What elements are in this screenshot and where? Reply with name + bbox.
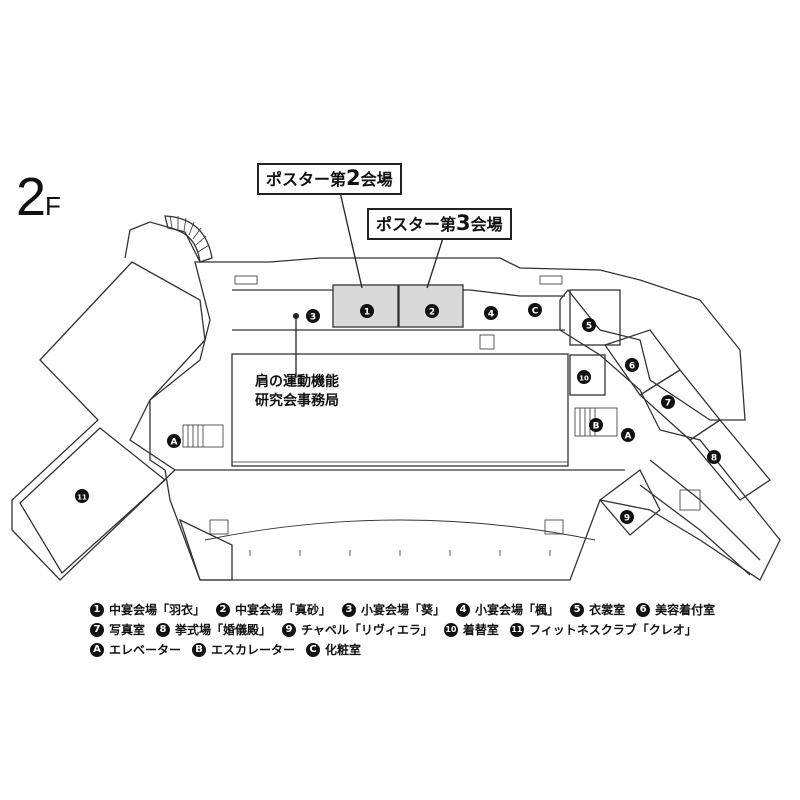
legend-badge: 9 bbox=[282, 623, 297, 637]
legend-label: 衣裳室 bbox=[589, 603, 626, 617]
legend-label: 着替室 bbox=[462, 623, 499, 637]
legend-badge: 10 bbox=[443, 623, 458, 637]
legend-label: 中宴会場「羽衣」 bbox=[109, 603, 206, 617]
legend-item: B エスカレーター bbox=[192, 640, 295, 660]
svg-text:7: 7 bbox=[665, 399, 671, 409]
svg-text:1: 1 bbox=[364, 308, 370, 318]
legend-item: C 化粧室 bbox=[306, 640, 361, 660]
callout-2-suffix: 会場 bbox=[360, 170, 393, 189]
legend-label: チャペル「リヴィエラ」 bbox=[301, 623, 433, 637]
west-wing-outline bbox=[11, 261, 206, 581]
svg-text:8: 8 bbox=[711, 454, 717, 464]
svg-text:2: 2 bbox=[429, 308, 435, 318]
svg-text:B: B bbox=[593, 422, 600, 432]
main-building-outline bbox=[149, 257, 781, 581]
legend-item: 8 挙式場「婚儀殿」 bbox=[156, 620, 271, 640]
legend-badge: 4 bbox=[456, 603, 471, 617]
callout-2-number: 2 bbox=[346, 166, 361, 190]
svg-text:6: 6 bbox=[629, 362, 635, 372]
society-office-label: 肩の運動機能 研究会事務局 bbox=[255, 373, 339, 411]
office-line-1: 肩の運動機能 bbox=[255, 374, 339, 390]
grand-ballroom-outline bbox=[231, 353, 569, 467]
legend-label: 化粧室 bbox=[325, 643, 362, 657]
map-badge-a-left: A bbox=[167, 434, 181, 448]
legend-item: 11 フィットネスクラブ「クレオ」 bbox=[509, 620, 697, 640]
legend-badge: 7 bbox=[90, 623, 104, 637]
legend-label: 小宴会場「葵」 bbox=[361, 603, 446, 617]
office-line-2: 研究会事務局 bbox=[255, 393, 339, 409]
legend-item: 9 チャペル「リヴィエラ」 bbox=[282, 620, 433, 640]
floor-label: 2F bbox=[16, 167, 61, 233]
legend-badge: 8 bbox=[156, 623, 171, 637]
callout-3-prefix: ポスター第 bbox=[376, 215, 457, 234]
legend-badge: B bbox=[192, 643, 207, 657]
callout-3-suffix: 会場 bbox=[470, 215, 503, 234]
map-badge-3: 3 bbox=[306, 309, 320, 323]
legend-item: 2 中宴会場「真砂」 bbox=[216, 600, 331, 620]
poster-venue-3-callout: ポスター第3会場 bbox=[367, 208, 512, 240]
legend-label: 美容着付室 bbox=[655, 603, 716, 617]
map-badge-5: 5 bbox=[582, 318, 596, 332]
legend-item: 10 着替室 bbox=[443, 620, 499, 640]
map-badge-c: C bbox=[528, 303, 542, 317]
callout-3-number: 3 bbox=[456, 211, 471, 235]
floor-number: 2 bbox=[16, 167, 46, 227]
svg-text:5: 5 bbox=[586, 322, 592, 332]
map-badge-8: 8 bbox=[707, 450, 721, 464]
legend-badge: 11 bbox=[509, 623, 524, 637]
map-badge-11: 11 bbox=[75, 489, 89, 503]
legend-item: 6 美容着付室 bbox=[636, 600, 715, 620]
legend-label: 写真室 bbox=[109, 623, 146, 637]
legend-item: 7 写真室 bbox=[90, 620, 145, 640]
legend-item: 3 小宴会場「葵」 bbox=[342, 600, 445, 620]
callout-3-leader bbox=[426, 237, 444, 289]
map-badge-6: 6 bbox=[625, 358, 639, 372]
legend-item: 1 中宴会場「羽衣」 bbox=[90, 600, 205, 620]
floor-suffix: F bbox=[45, 191, 61, 221]
legend-label: 中宴会場「真砂」 bbox=[235, 603, 332, 617]
legend-badge: 6 bbox=[636, 603, 651, 617]
legend-badge: 3 bbox=[342, 603, 357, 617]
map-badge-4: 4 bbox=[484, 306, 498, 320]
map-badge-7: 7 bbox=[661, 395, 675, 409]
legend-row-3: A エレベーター B エスカレーター C 化粧室 bbox=[90, 640, 795, 660]
legend-label: エレベーター bbox=[109, 643, 182, 657]
legend-row-2: 7 写真室 8 挙式場「婚儀殿」 9 チャペル「リヴィエラ」 10 着替室 11 フィット… bbox=[90, 620, 795, 640]
legend-label: 挙式場「婚儀殿」 bbox=[175, 623, 272, 637]
callout-2-leader bbox=[339, 191, 363, 289]
svg-text:C: C bbox=[532, 307, 539, 317]
legend-badge: 2 bbox=[216, 603, 231, 617]
poster-venue-2-callout: ポスター第2会場 bbox=[257, 163, 402, 195]
legend-badge: 5 bbox=[570, 603, 585, 617]
legend-item: 5 衣裳室 bbox=[570, 600, 625, 620]
legend-badge: 1 bbox=[90, 603, 104, 617]
map-badge-1: 1 bbox=[360, 304, 374, 318]
map-badge-b: B bbox=[589, 418, 603, 432]
legend-item: A エレベーター bbox=[90, 640, 181, 660]
map-badge-10: 10 bbox=[577, 370, 591, 384]
svg-text:A: A bbox=[625, 432, 632, 442]
legend-label: 小宴会場「楓」 bbox=[475, 603, 560, 617]
svg-text:10: 10 bbox=[579, 375, 589, 383]
svg-text:11: 11 bbox=[77, 494, 87, 502]
map-badge-9: 9 bbox=[620, 510, 634, 524]
callout-2-prefix: ポスター第 bbox=[266, 170, 347, 189]
legend-item: 4 小宴会場「楓」 bbox=[456, 600, 559, 620]
legend-label: フィットネスクラブ「クレオ」 bbox=[528, 623, 697, 637]
spiral-stairs bbox=[164, 215, 213, 263]
svg-text:3: 3 bbox=[310, 313, 316, 323]
legend-label: エスカレーター bbox=[211, 643, 296, 657]
legend-badge: C bbox=[306, 643, 321, 657]
fitness-room-outline bbox=[19, 427, 167, 575]
svg-text:4: 4 bbox=[488, 310, 494, 320]
legend-badge: A bbox=[90, 643, 104, 657]
map-badge-a-right: A bbox=[621, 428, 635, 442]
svg-text:A: A bbox=[171, 438, 178, 448]
map-badge-2: 2 bbox=[425, 304, 439, 318]
svg-text:9: 9 bbox=[624, 514, 630, 524]
